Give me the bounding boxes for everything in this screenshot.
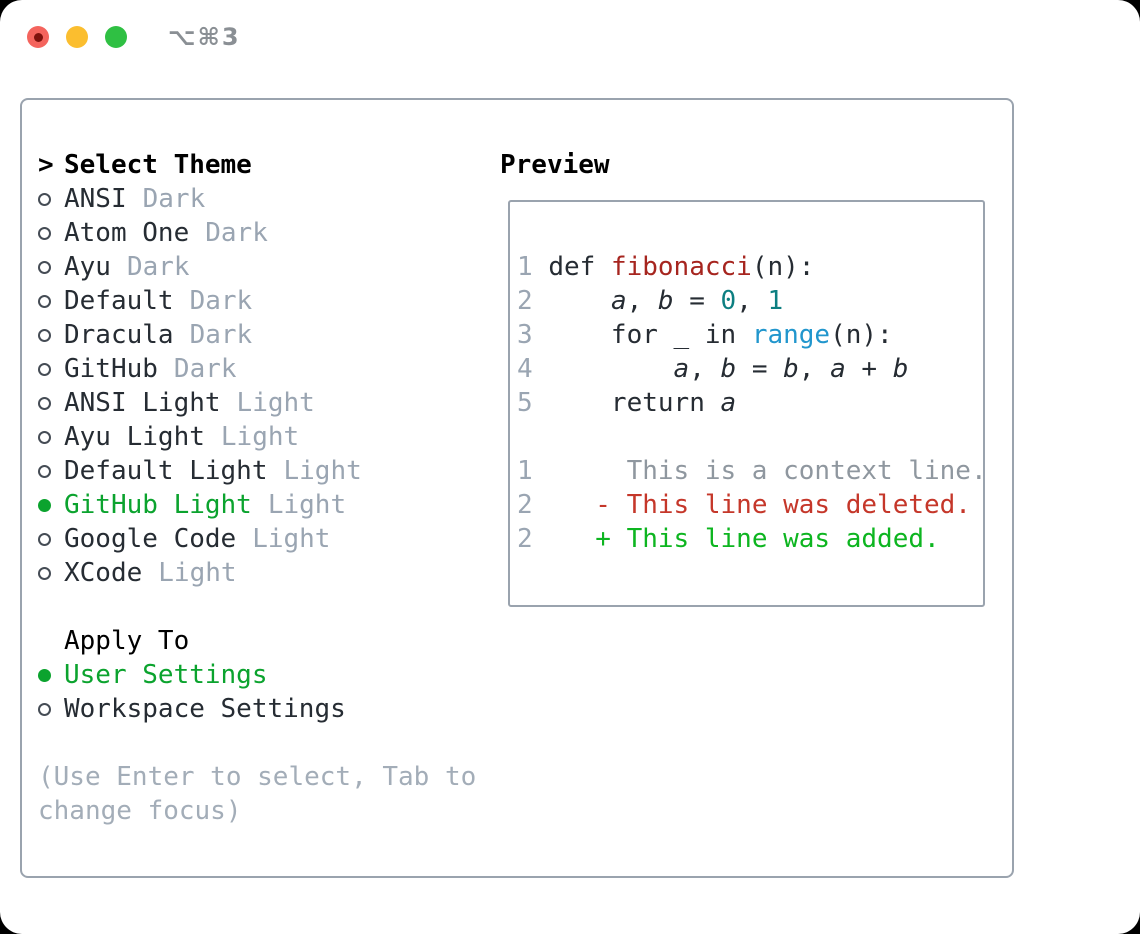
theme-option-ayu-light[interactable]: Ayu Light Light <box>38 420 476 454</box>
apply-to-label: Apply To <box>64 626 190 656</box>
theme-option-github[interactable]: GitHub Dark <box>38 352 476 386</box>
radio-selected-icon <box>38 668 64 682</box>
diff-line-deleted: 2 - This line was deleted. <box>517 490 971 520</box>
line-number: 2 <box>517 524 533 554</box>
apply-to-header: Apply To <box>38 624 476 658</box>
spacer-row <box>38 590 476 624</box>
apply-option-label: User Settings <box>64 660 268 690</box>
minimize-button[interactable] <box>66 26 88 48</box>
theme-option-google-code[interactable]: Google Code Light <box>38 522 476 556</box>
theme-option-default[interactable]: Default Dark <box>38 284 476 318</box>
blank-line <box>517 420 979 454</box>
theme-name: XCode <box>64 558 143 588</box>
radio-icon <box>38 702 64 716</box>
code-line: 5 return a <box>517 388 737 418</box>
preview-heading: Preview <box>500 150 610 180</box>
line-number: 2 <box>517 286 533 316</box>
theme-variant-tag: Light <box>252 524 331 554</box>
select-theme-label: Select Theme <box>64 150 252 180</box>
preview-box: 1 def fibonacci(n): 2 a, b = 0, 1 3 for _ … <box>508 200 987 607</box>
theme-option-default-light[interactable]: Default Light Light <box>38 454 476 488</box>
theme-variant-tag: Dark <box>126 252 190 282</box>
line-number: 2 <box>517 490 533 520</box>
theme-variant-tag: Dark <box>173 354 237 384</box>
theme-option-atom-one[interactable]: Atom One Dark <box>38 216 476 250</box>
theme-option-xcode[interactable]: XCode Light <box>38 556 476 590</box>
hint-line-2: change focus) <box>38 796 242 826</box>
apply-option-workspace-settings[interactable]: Workspace Settings <box>38 692 476 726</box>
theme-variant-tag: Dark <box>189 320 253 350</box>
theme-name: Ayu <box>64 252 111 282</box>
line-number: 4 <box>517 354 533 384</box>
theme-option-ansi-light[interactable]: ANSI Light Light <box>38 386 476 420</box>
radio-icon <box>38 192 64 206</box>
record-dot-icon <box>33 32 43 42</box>
theme-option-ayu[interactable]: Ayu Dark <box>38 250 476 284</box>
theme-variant-tag: Light <box>267 490 347 520</box>
maximize-button[interactable] <box>105 26 127 48</box>
code-preview: 1 def fibonacci(n): 2 a, b = 0, 1 3 for _ … <box>510 202 987 556</box>
close-button[interactable] <box>27 26 49 48</box>
theme-option-ansi[interactable]: ANSI Dark <box>38 182 476 216</box>
radio-icon <box>38 532 64 546</box>
window-title: ⌥⌘3 <box>168 23 241 51</box>
hint-line-1: (Use Enter to select, Tab to <box>38 762 477 792</box>
theme-variant-tag: Light <box>158 558 237 588</box>
radio-icon <box>38 362 64 376</box>
theme-name: Ayu Light <box>64 422 205 452</box>
radio-icon <box>38 260 64 274</box>
radio-icon <box>38 294 64 308</box>
theme-variant-tag: Dark <box>142 184 206 214</box>
theme-variant-tag: Light <box>220 422 300 452</box>
radio-icon <box>38 226 64 240</box>
theme-name: Google Code <box>64 524 237 554</box>
radio-icon <box>38 566 64 580</box>
theme-name: GitHub <box>64 354 158 384</box>
line-number: 1 <box>517 456 533 486</box>
line-number: 1 <box>517 252 533 282</box>
theme-name: GitHub Light <box>64 490 252 520</box>
line-number: 5 <box>517 388 533 418</box>
theme-variant-tag: Light <box>283 456 362 486</box>
radio-icon <box>38 464 64 478</box>
line-number: 3 <box>517 320 533 350</box>
select-theme-header: > Select Theme <box>38 148 476 182</box>
spacer-row <box>38 726 476 760</box>
diff-line-context: 1 This is a context line. <box>517 456 987 486</box>
theme-variant-tag: Dark <box>205 218 268 248</box>
theme-name: ANSI Light <box>64 388 221 418</box>
theme-name: Atom One <box>64 218 190 248</box>
code-line: 1 def fibonacci(n): <box>517 252 815 282</box>
apply-option-label: Workspace Settings <box>64 694 346 724</box>
theme-name: ANSI <box>64 184 127 214</box>
theme-variant-tag: Dark <box>189 286 253 316</box>
titlebar: ⌥⌘3 <box>27 23 241 51</box>
theme-name: Dracula <box>64 320 174 350</box>
apply-option-user-settings[interactable]: User Settings <box>38 658 476 692</box>
theme-name: Default <box>64 286 174 316</box>
theme-variant-tag: Light <box>236 388 315 418</box>
radio-icon <box>38 396 64 410</box>
code-line: 2 a, b = 0, 1 <box>517 286 784 316</box>
code-line: 4 a, b = b, a + b <box>517 354 909 384</box>
code-line: 3 for _ in range(n): <box>517 320 893 350</box>
theme-name: Default Light <box>64 456 268 486</box>
theme-option-github-light[interactable]: GitHub Light Light <box>38 488 476 522</box>
theme-option-dracula[interactable]: Dracula Dark <box>38 318 476 352</box>
radio-icon <box>38 430 64 444</box>
diff-line-added: 2 + This line was added. <box>517 524 940 554</box>
radio-selected-icon <box>38 498 64 512</box>
prompt-icon: > <box>38 150 54 180</box>
radio-icon <box>38 328 64 342</box>
